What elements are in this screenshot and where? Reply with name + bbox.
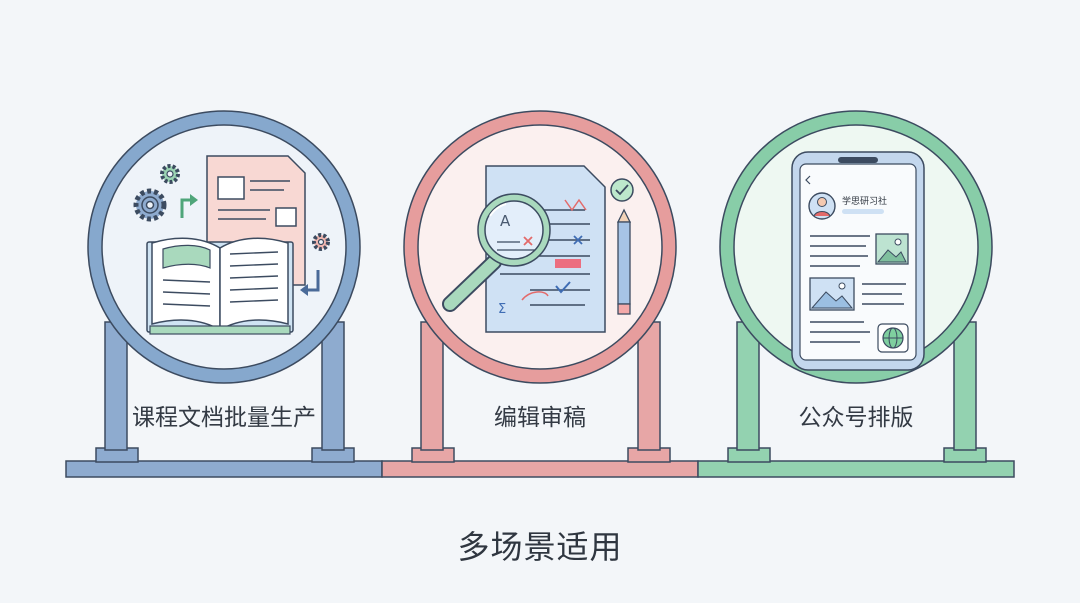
scenario-label-wechat-layout: 公众号排版 (798, 405, 914, 431)
footer-title: 多场景适用 (457, 528, 623, 566)
frame-course-docs (87, 110, 361, 463)
gear-icon (312, 233, 330, 251)
image-icon (875, 233, 909, 265)
pencil-icon (616, 208, 632, 315)
ground-bar-green (697, 460, 1015, 478)
phone-icon: 学思研习社 (791, 151, 925, 371)
scenario-label-editor-review: 编辑审稿 (494, 405, 586, 431)
svg-text:Σ: Σ (498, 302, 506, 317)
frame-wechat-layout: 学思研习社 (719, 110, 993, 463)
open-book-icon (146, 237, 294, 335)
ground-bar-blue (65, 460, 383, 478)
gear-icon (160, 164, 180, 184)
arrow-icon (180, 198, 193, 218)
gear-icon (133, 188, 167, 222)
ground-bar-red (381, 460, 699, 478)
avatar-icon (808, 192, 836, 220)
account-name: 学思研习社 (842, 195, 887, 207)
svg-text:A: A (500, 212, 511, 230)
frame-editor-review: Σ A (403, 110, 677, 463)
arrow-icon (305, 270, 320, 292)
image-icon (809, 277, 855, 311)
check-icon (610, 178, 634, 202)
magnifier-icon: A (442, 193, 551, 312)
scenario-label-course-docs: 课程文档批量生产 (132, 405, 316, 431)
globe-icon (877, 323, 909, 353)
